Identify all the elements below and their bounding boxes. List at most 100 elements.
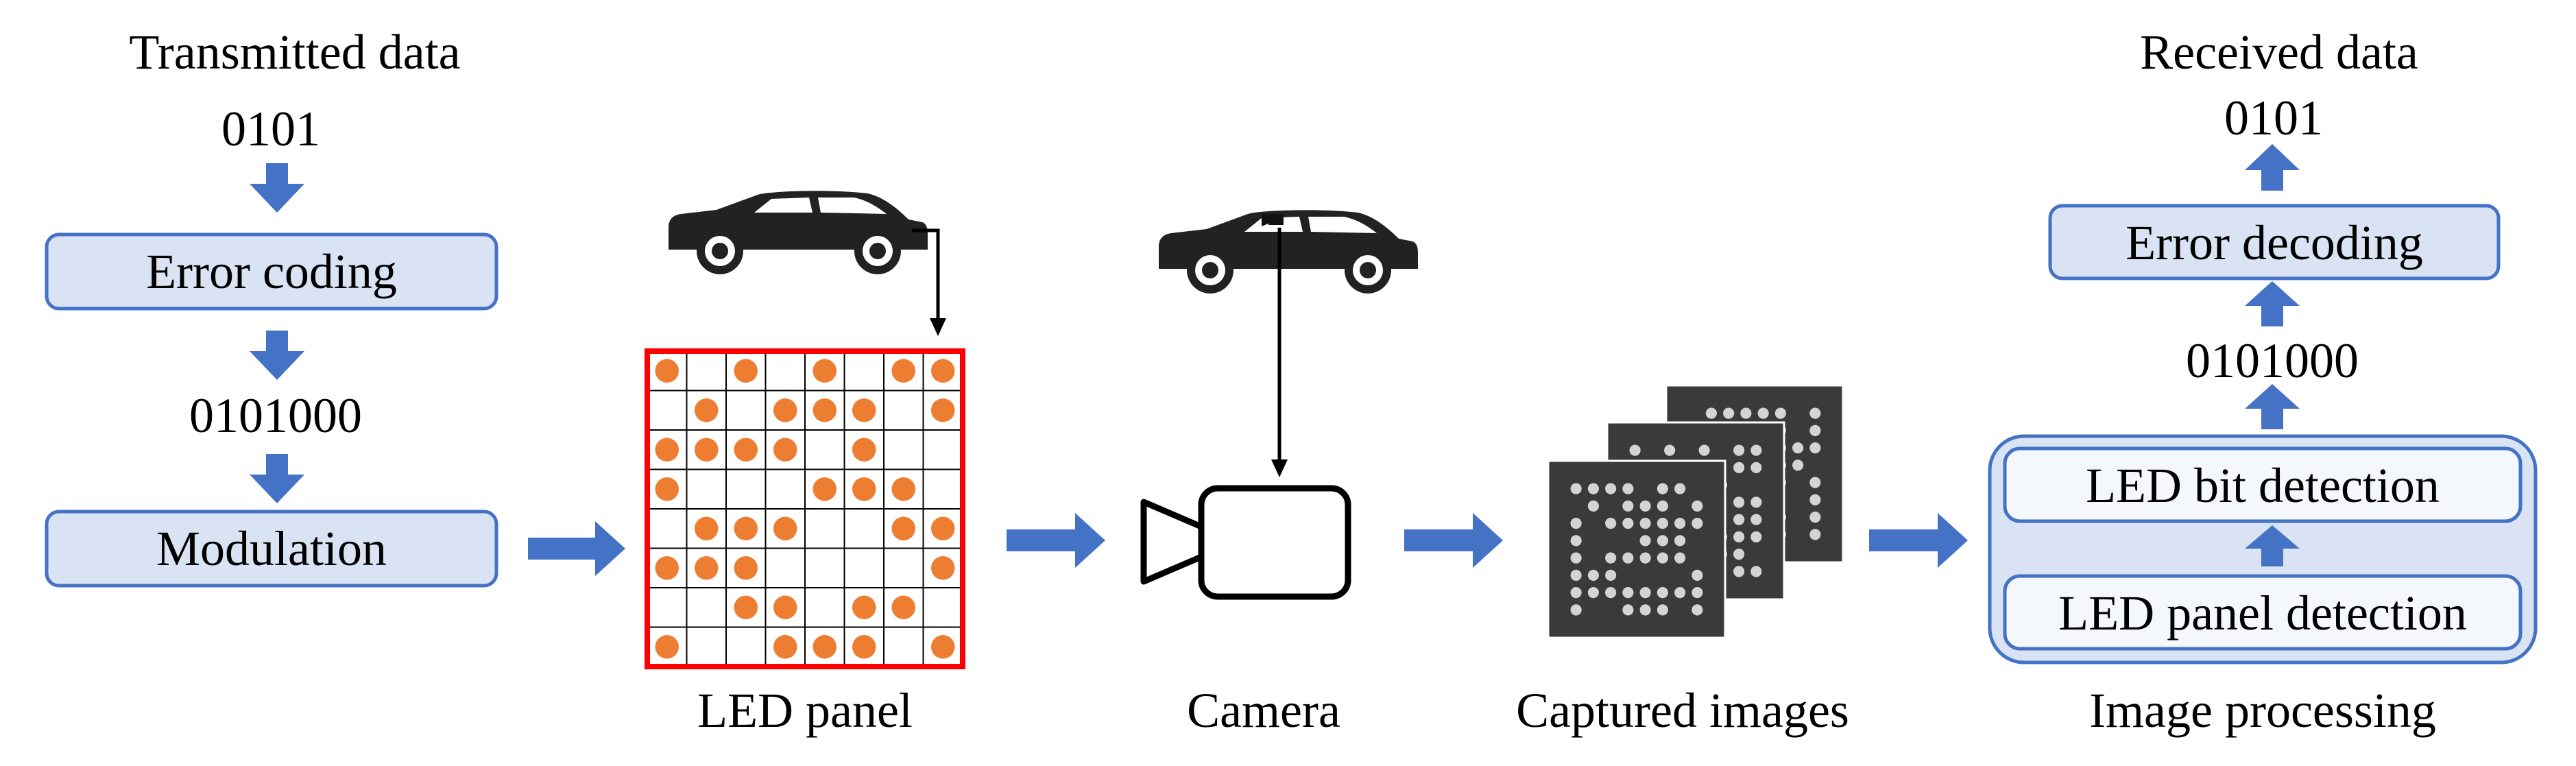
captured-led-dot <box>1587 483 1599 494</box>
captured-led-dot <box>1809 442 1821 454</box>
led-on-dot <box>773 595 797 619</box>
captured-led-dot <box>1657 518 1668 529</box>
error-decoding-label: Error decoding <box>2126 215 2423 270</box>
captured-led-dot <box>1674 552 1686 564</box>
received-data-title: Received data <box>2140 25 2418 80</box>
captured-led-dot <box>1587 569 1599 581</box>
captured-led-dot <box>1757 407 1769 419</box>
led-on-dot <box>931 635 955 659</box>
captured-led-dot <box>1733 444 1745 456</box>
captured-led-dot <box>1657 483 1668 494</box>
captured-led-dot <box>1605 552 1617 564</box>
led-on-dot <box>655 438 679 462</box>
led-on-dot <box>655 359 679 383</box>
led-panel-section: LED panel <box>645 191 965 738</box>
led-panel-detection-box <box>2003 574 2523 651</box>
right-arrow-2 <box>1007 513 1105 568</box>
led-on-dot <box>734 438 758 462</box>
captured-led-dot <box>1570 535 1582 547</box>
led-on-dot <box>773 635 797 659</box>
car-to-panel-pointer <box>912 228 940 321</box>
detected-bits: 0101000 <box>2186 333 2359 388</box>
camera-label: Camera <box>1187 683 1340 738</box>
camera-section: Camera <box>1140 210 1418 738</box>
captured-led-dot <box>1750 462 1762 473</box>
right-arrow-4 <box>1869 513 1968 568</box>
captured-images-stack <box>1547 384 1844 639</box>
captured-led-dot <box>1674 518 1686 529</box>
led-on-dot <box>931 398 955 422</box>
captured-led-dot <box>1750 514 1762 525</box>
captured-led-dot <box>1740 407 1752 419</box>
captured-led-dot <box>1774 407 1786 419</box>
led-on-dot <box>734 359 758 383</box>
down-arrow-3 <box>250 454 304 503</box>
error-coding-box <box>45 232 498 311</box>
captured-led-dot <box>1674 483 1686 494</box>
up-arrow-1 <box>2245 144 2300 191</box>
led-on-dot <box>773 516 797 540</box>
led-on-dot <box>891 477 915 501</box>
captured-led-dot <box>1657 552 1668 564</box>
camera-icon <box>1140 485 1351 600</box>
up-arrow-2 <box>2245 281 2300 326</box>
captured-led-dot <box>1570 569 1582 581</box>
transmitter-section: Transmitted data 0101 Error coding 01010… <box>45 25 498 588</box>
captured-led-dot <box>1622 552 1634 564</box>
captured-led-dot <box>1657 500 1668 512</box>
led-on-dot <box>655 477 679 501</box>
captured-led-dot <box>1809 529 1821 540</box>
led-on-dot <box>891 359 915 383</box>
coded-bits: 0101000 <box>189 388 362 443</box>
captured-images-section: Captured images <box>1516 384 1849 738</box>
led-on-dot <box>734 516 758 540</box>
led-on-dot <box>773 398 797 422</box>
up-arrow-3 <box>2245 384 2300 429</box>
down-arrow-1 <box>250 163 304 213</box>
car-camera-mount <box>1268 214 1284 225</box>
led-on-dot <box>891 595 915 619</box>
transmitted-data-title: Transmitted data <box>129 25 460 80</box>
led-on-dot <box>812 398 836 422</box>
captured-led-dot <box>1692 500 1703 512</box>
led-on-dot <box>931 556 955 580</box>
captured-led-dot <box>1809 512 1821 523</box>
led-on-dot <box>734 556 758 580</box>
captured-images-label: Captured images <box>1516 683 1849 738</box>
captured-led-dot <box>1639 552 1651 564</box>
captured-led-dot <box>1639 518 1651 529</box>
led-on-dot <box>931 359 955 383</box>
captured-led-dot <box>1570 518 1582 529</box>
captured-led-dot <box>1605 518 1617 529</box>
modulation-label: Modulation <box>156 521 387 576</box>
captured-led-dot <box>1809 494 1821 505</box>
captured-led-dot <box>1639 535 1651 547</box>
captured-led-dot <box>1622 604 1634 616</box>
captured-led-dot <box>1622 587 1634 599</box>
captured-led-dot <box>1809 407 1821 419</box>
captured-led-dot <box>1570 587 1582 599</box>
led-on-dot <box>812 359 836 383</box>
captured-led-dot <box>1657 604 1668 616</box>
captured-led-dot <box>1809 424 1821 436</box>
led-on-dot <box>852 438 876 462</box>
captured-led-dot <box>1698 444 1710 456</box>
captured-led-dot <box>1622 483 1634 494</box>
captured-led-dot <box>1792 442 1804 454</box>
captured-led-dot <box>1733 514 1745 525</box>
captured-led-dot <box>1570 604 1582 616</box>
car-to-camera-arrowhead <box>1271 459 1288 477</box>
captured-led-dot <box>1692 587 1703 599</box>
led-on-dot <box>812 477 836 501</box>
captured-led-dot <box>1587 587 1599 599</box>
right-arrow-3 <box>1404 513 1503 568</box>
led-panel-border <box>645 348 965 669</box>
car-to-panel-arrowhead <box>930 318 946 336</box>
captured-led-dot <box>1733 566 1745 577</box>
captured-led-dot <box>1750 531 1762 542</box>
led-panel-detection-label: LED panel detection <box>2058 586 2467 641</box>
captured-led-dot <box>1570 483 1582 494</box>
captured-led-dot <box>1705 407 1717 419</box>
led-on-dot <box>655 635 679 659</box>
captured-led-dot <box>1733 549 1745 560</box>
